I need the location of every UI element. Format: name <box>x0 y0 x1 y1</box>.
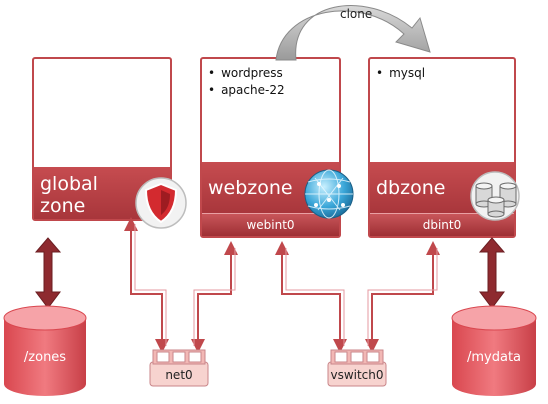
dbzone-name: dbzone <box>376 177 446 199</box>
database-icon <box>470 171 520 221</box>
mydata-storage-cylinder <box>451 305 537 396</box>
global-zone-name-line1: global <box>40 173 98 195</box>
webzone-package-item: apache-22 <box>208 82 285 99</box>
net0-switch <box>149 349 209 387</box>
clone-label: clone <box>340 7 373 21</box>
webzone-name: webzone <box>208 177 293 199</box>
net0-label: net0 <box>165 368 193 382</box>
global-zone-box: global zone <box>32 57 172 221</box>
global-zone-name: global zone <box>40 173 98 217</box>
zones-storage-cylinder <box>3 305 87 396</box>
webzone-nic: webint0 <box>202 213 339 236</box>
webzone-package-item: wordpress <box>208 65 285 82</box>
vswitch0-switch <box>327 349 387 387</box>
globe-icon <box>304 169 354 219</box>
zones-storage-label: /zones <box>23 350 67 365</box>
global-storage-arrow <box>34 237 62 309</box>
vswitch0-label: vswitch0 <box>330 368 384 382</box>
dbzone-package-item: mysql <box>376 65 425 82</box>
dbzone-package-list: mysql <box>376 65 425 82</box>
dbzone-nic: dbint0 <box>370 213 514 236</box>
network-connectors <box>124 217 440 353</box>
clone-arrow <box>275 5 431 61</box>
global-zone-name-line2: zone <box>40 195 86 217</box>
db-storage-arrow <box>478 237 506 309</box>
mydata-storage-label: /mydata <box>466 350 522 365</box>
shield-icon <box>135 177 187 229</box>
webzone-package-list: wordpress apache-22 <box>208 65 285 99</box>
